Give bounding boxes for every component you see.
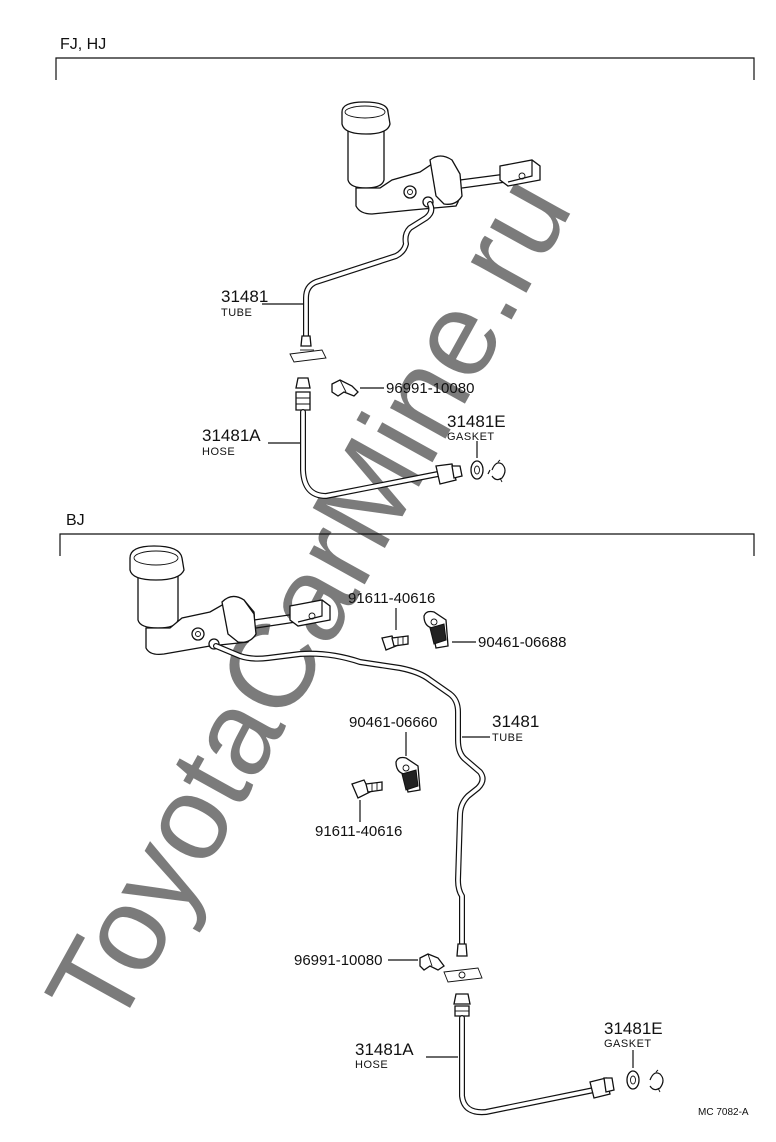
part-name-tube: TUBE — [221, 307, 252, 319]
part-number-clamp-lower: 90461-06660 — [349, 714, 437, 731]
part-number-hose: 31481A — [202, 426, 261, 445]
part-number-gasket: 31481E — [604, 1019, 663, 1038]
part-number-clip: 96991-10080 — [294, 952, 382, 969]
clip-96991-10080 — [331, 379, 359, 397]
gasket-31481e — [626, 1069, 664, 1093]
part-name-hose: HOSE — [202, 446, 235, 458]
clutch-master-cylinder — [129, 545, 331, 656]
gasket-31481e — [470, 459, 506, 483]
drawing-code: MC 7082-A — [698, 1107, 749, 1118]
part-number-gasket: 31481E — [447, 412, 506, 431]
section-bracket — [59, 533, 755, 556]
part-number-bolt-upper: 91611-40616 — [348, 590, 435, 607]
part-number-hose: 31481A — [355, 1040, 414, 1059]
hose-31481a — [295, 377, 463, 499]
clamp-90461-06688 — [423, 610, 449, 649]
section-fj-hj: FJ, HJ — [55, 36, 755, 499]
clamp-90461-06660 — [395, 756, 421, 793]
section-bracket — [55, 57, 755, 80]
hose-bracket — [289, 349, 327, 363]
section-label-bj: BJ — [66, 512, 85, 529]
tube-flare-nut — [456, 943, 468, 957]
hose-bracket — [443, 967, 483, 983]
part-number-tube: 31481 — [492, 712, 539, 731]
part-number-bolt-lower: 91611-40616 — [315, 823, 402, 840]
part-number-clip: 96991-10080 — [386, 380, 474, 397]
section-bj: BJ 91611-40616 — [59, 512, 755, 1116]
tube-flare-nut — [300, 335, 312, 347]
bolt-91611-40616-lower — [351, 779, 383, 799]
part-name-gasket: GASKET — [447, 431, 495, 443]
clip-96991-10080 — [419, 953, 445, 971]
part-number-clamp-upper: 90461-06688 — [478, 634, 566, 651]
section-label-fj-hj: FJ, HJ — [60, 36, 106, 53]
part-name-hose: HOSE — [355, 1059, 388, 1071]
part-name-tube: TUBE — [492, 732, 523, 744]
bolt-91611-40616-upper — [381, 635, 409, 651]
clutch-master-cylinder — [341, 101, 541, 215]
part-number-tube: 31481 — [221, 287, 268, 306]
hose-31481a — [453, 993, 615, 1116]
part-name-gasket: GASKET — [604, 1038, 652, 1050]
